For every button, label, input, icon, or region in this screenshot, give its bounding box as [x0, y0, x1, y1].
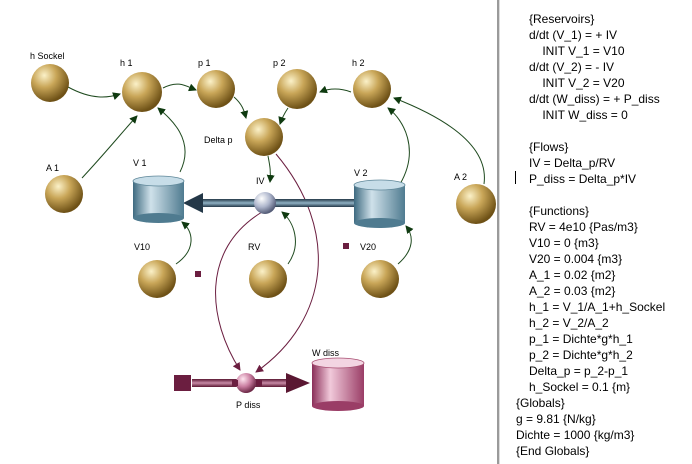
flow-valve-iv[interactable]	[254, 192, 276, 214]
marker-square	[343, 243, 349, 249]
label-v10: V10	[134, 242, 150, 252]
connector-a1-h1[interactable]	[81, 115, 138, 179]
node-labels: h Sockel h 1 p 1 p 2 h 2 Delta p A 1 A 2…	[30, 51, 467, 410]
connector-deltap-pdiss[interactable]	[255, 153, 319, 373]
equation-line: {Functions}	[529, 204, 590, 218]
equation-line: INIT W_diss = 0	[529, 108, 628, 122]
connector-v1-h1[interactable]	[157, 107, 186, 173]
equation-line: A_2 = 0.03 {m2}	[529, 284, 616, 298]
flow-valve-p-diss[interactable]	[236, 373, 256, 393]
equation-panel[interactable]: {Reservoirs} d/dt (V_1) = + IV INIT V_1 …	[501, 0, 692, 464]
connector-v2-h2[interactable]	[387, 107, 410, 185]
equation-line: {End Globals}	[516, 444, 590, 458]
pane-splitter[interactable]	[497, 0, 499, 464]
equation-line: IV = Delta_p/RV	[529, 156, 616, 170]
flow-iv[interactable]	[183, 192, 354, 214]
connector-v20-v2[interactable]	[397, 225, 414, 265]
equation-line: {Flows}	[529, 140, 569, 154]
equation-line: Delta_p = p_2-p_1	[529, 364, 629, 378]
equation-line: V10 = 0 {m3}	[529, 236, 599, 250]
label-h2: h 2	[352, 58, 365, 68]
equation-line: h_Sockel = 0.1 {m}	[529, 380, 631, 394]
converter-a1[interactable]	[45, 175, 83, 213]
label-a1: A 1	[46, 163, 59, 173]
label-iv: IV	[256, 176, 265, 186]
label-w-diss: W diss	[312, 348, 340, 358]
connector-h1-p1[interactable]	[162, 83, 197, 92]
reservoir-v2[interactable]	[353, 179, 406, 228]
equation-line: h_2 = V_2/A_2	[529, 316, 609, 330]
converter-h2[interactable]	[353, 70, 391, 108]
converter-rv[interactable]	[249, 260, 287, 298]
energy-connectors	[215, 153, 319, 373]
reservoir-w-diss[interactable]	[311, 357, 365, 411]
label-v2: V 2	[354, 168, 368, 178]
label-p2: p 2	[273, 58, 286, 68]
converter-p1[interactable]	[197, 70, 235, 108]
equation-line: P_diss = Delta_p*IV	[529, 172, 637, 186]
converter-h1[interactable]	[122, 72, 162, 112]
converter-delta-p[interactable]	[245, 118, 283, 156]
converters	[31, 64, 496, 298]
connector-hsockel-h1[interactable]	[67, 86, 121, 101]
equation-line: h_1 = V_1/A_1+h_Sockel	[529, 300, 666, 314]
connector-deltap-iv[interactable]	[266, 155, 275, 183]
source-cloud[interactable]	[174, 375, 191, 391]
equation-line: Dichte = 1000 {kg/m3}	[516, 428, 635, 442]
equation-line: {Globals}	[516, 396, 565, 410]
label-p1: p 1	[198, 58, 211, 68]
equation-line: {Reservoirs}	[529, 12, 595, 26]
equation-line: INIT V_1 = V10	[529, 44, 625, 58]
flow-p-diss[interactable]	[174, 373, 310, 393]
label-p-diss: P diss	[236, 400, 261, 410]
converter-p2[interactable]	[277, 69, 317, 109]
equation-line: p_1 = Dichte*g*h_1	[529, 332, 633, 346]
connector-p1-deltap[interactable]	[233, 96, 249, 119]
equation-line: d/dt (W_diss) = + P_diss	[529, 92, 660, 106]
connector-v10-v1[interactable]	[175, 221, 192, 265]
connector-h2-p2[interactable]	[319, 85, 352, 94]
equation-line: d/dt (V_2) = - IV	[529, 60, 615, 74]
label-h1: h 1	[120, 58, 133, 68]
converter-v10[interactable]	[138, 260, 176, 298]
converter-h-sockel[interactable]	[31, 64, 69, 102]
connector-a2-h2[interactable]	[393, 96, 485, 185]
connector-iv-pdiss[interactable]	[215, 211, 263, 371]
equation-line: INIT V_2 = V20	[529, 76, 625, 90]
marker-square	[195, 271, 201, 277]
label-v1: V 1	[133, 158, 147, 168]
converter-a2[interactable]	[456, 184, 496, 224]
connector-rv-iv[interactable]	[281, 211, 296, 265]
text-caret	[515, 171, 516, 184]
label-rv: RV	[248, 242, 260, 252]
label-v20: V20	[360, 242, 376, 252]
pane-splitter-highlight	[499, 0, 500, 464]
equation-line: A_1 = 0.02 {m2}	[529, 268, 616, 282]
converter-v20[interactable]	[361, 260, 399, 298]
equation-line: RV = 4e10 {Pas/m3}	[529, 220, 638, 234]
equation-line: d/dt (V_1) = + IV	[529, 28, 618, 42]
label-a2: A 2	[454, 172, 467, 182]
equation-line: V20 = 0.004 {m3}	[529, 252, 623, 266]
reservoir-v1[interactable]	[132, 175, 185, 223]
connector-p2-deltap[interactable]	[278, 107, 289, 125]
equation-line: p_2 = Dichte*g*h_2	[529, 348, 633, 362]
label-h-sockel: h Sockel	[30, 51, 65, 61]
model-canvas[interactable]: h Sockel h 1 p 1 p 2 h 2 Delta p A 1 A 2…	[0, 0, 497, 464]
equation-line: g = 9.81 {N/kg}	[516, 412, 596, 426]
label-delta-p: Delta p	[204, 135, 233, 145]
connectors	[67, 83, 485, 265]
